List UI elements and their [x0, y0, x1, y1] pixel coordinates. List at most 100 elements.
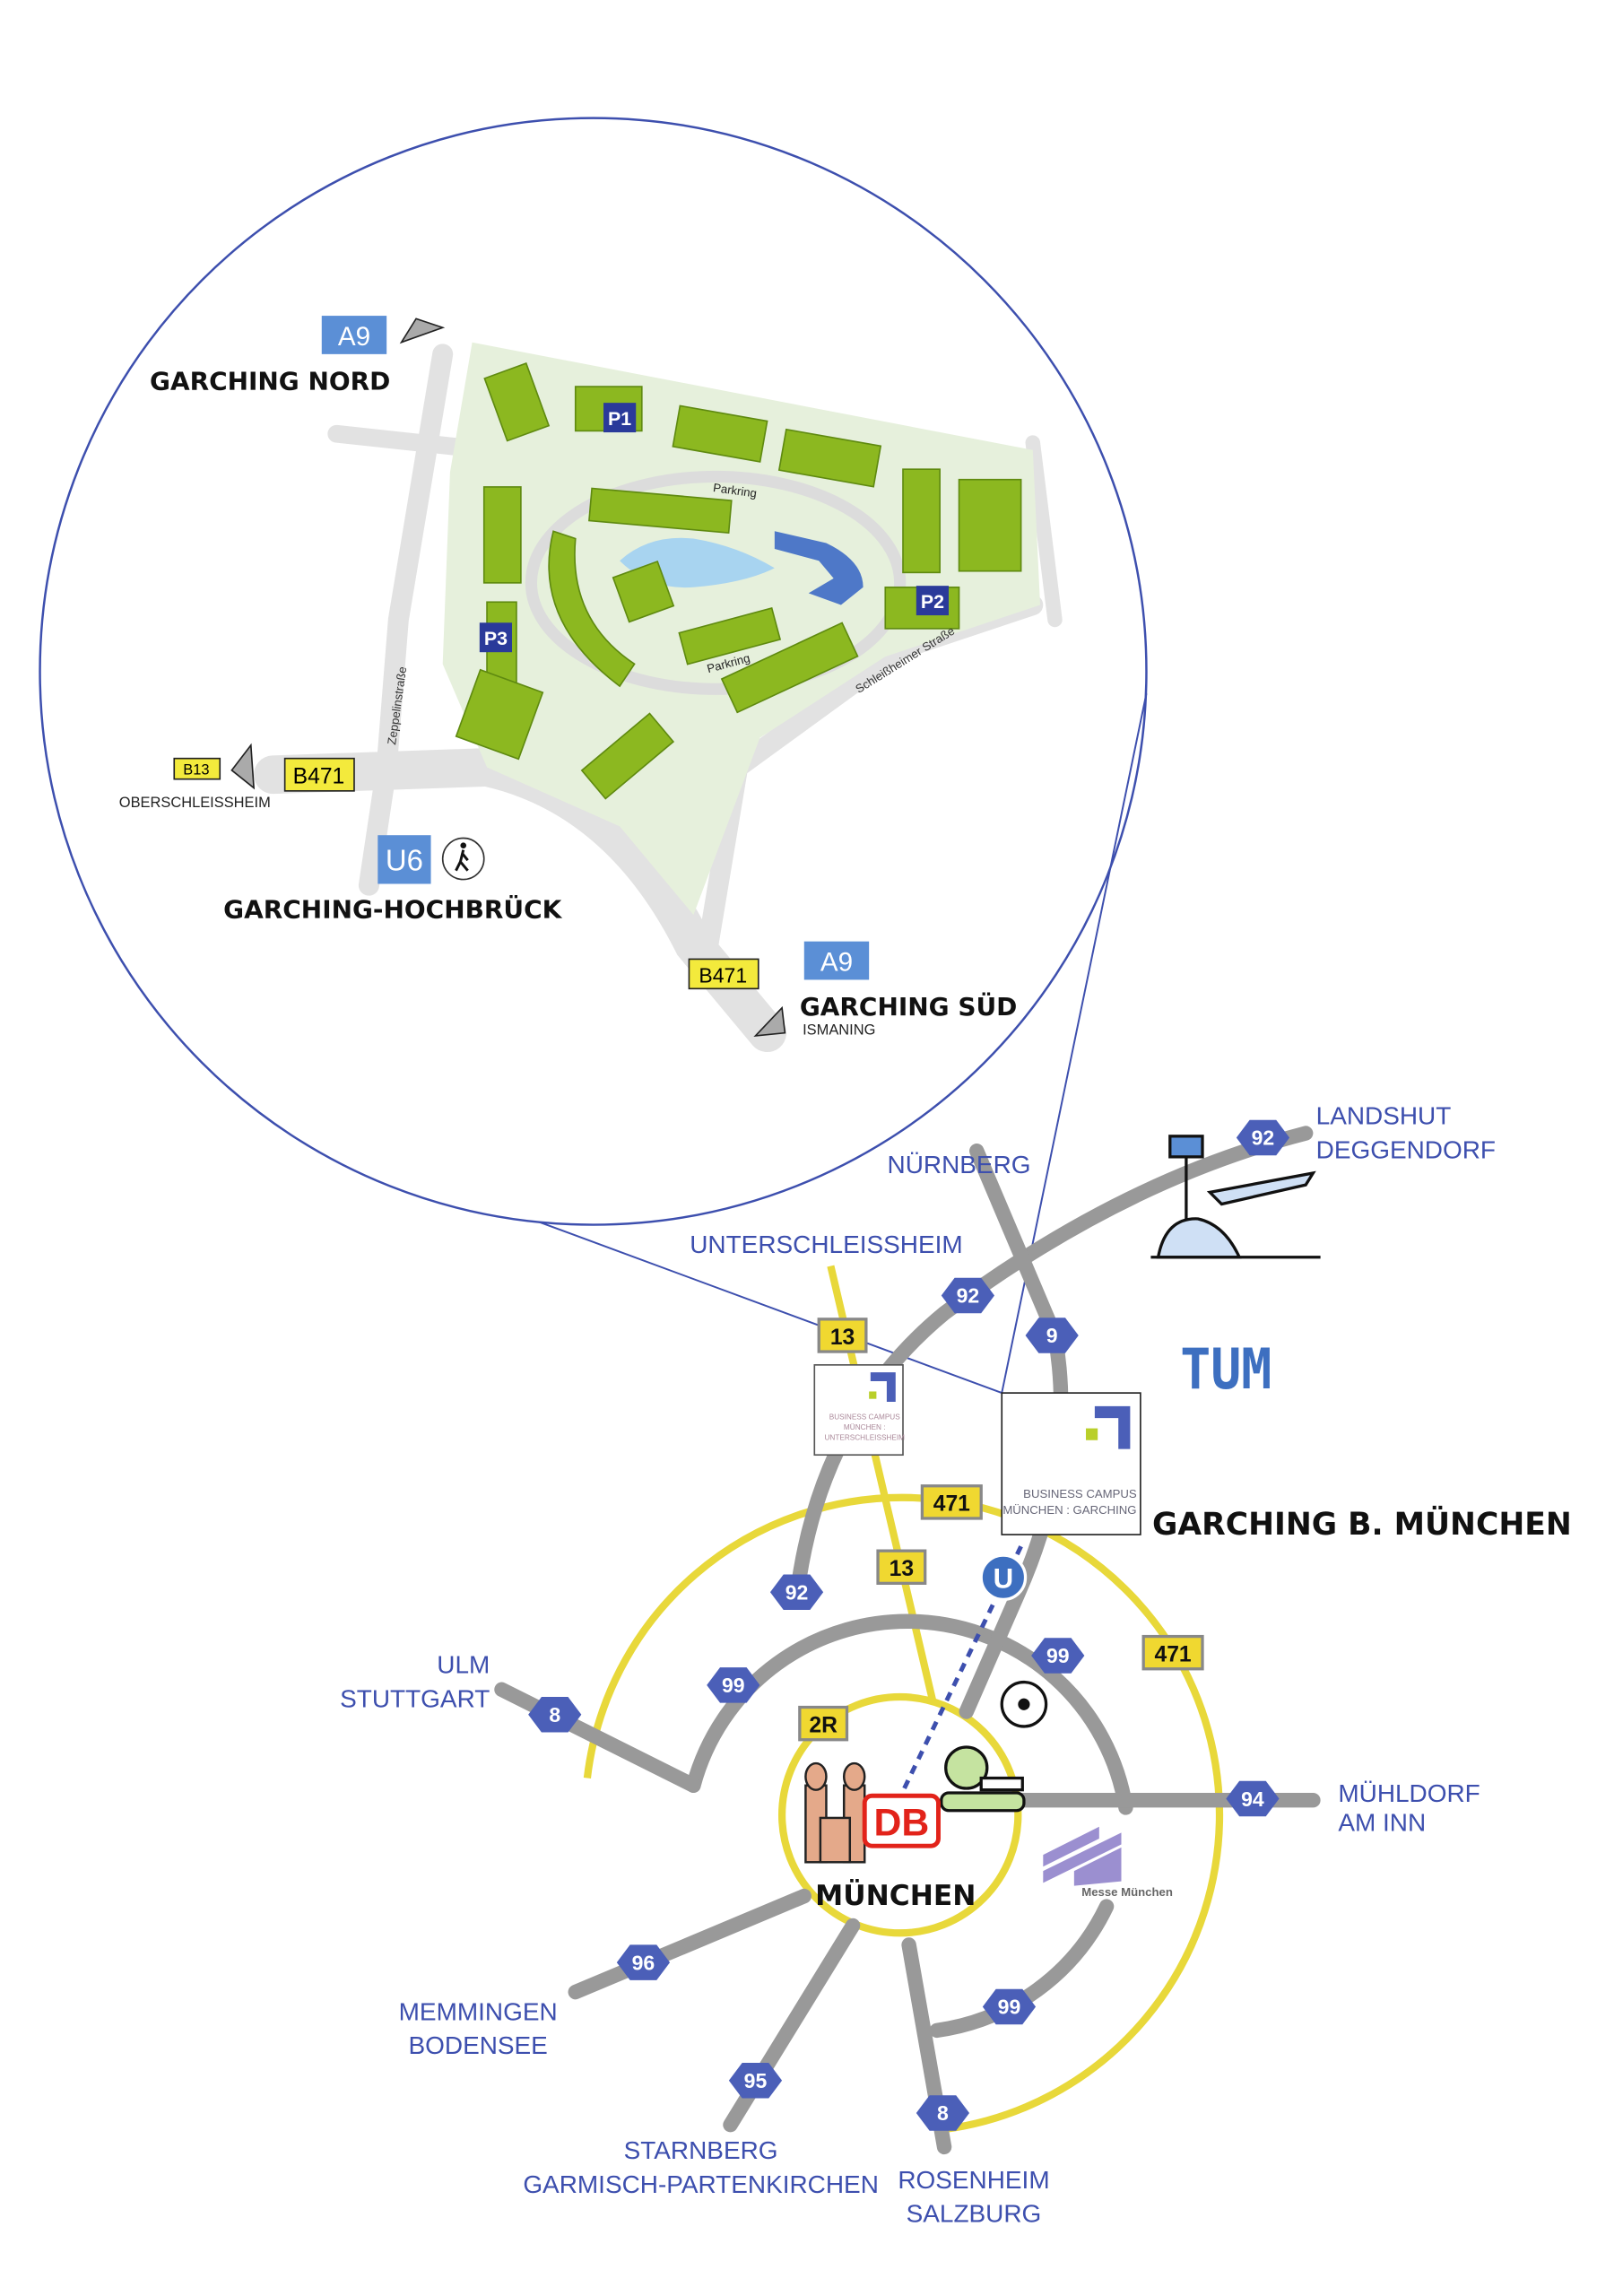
campus-garching-logo: BUSINESS CAMPUS MÜNCHEN : GARCHING [1001, 1392, 1141, 1535]
messe-logo: Messe München [1043, 1826, 1173, 1899]
b13-sign: B13 [173, 757, 221, 780]
garching-label: GARCHING B. MÜNCHEN [1152, 1506, 1572, 1543]
svg-text:99: 99 [1046, 1644, 1070, 1667]
svg-text:STARNBERG: STARNBERG [624, 2136, 778, 2164]
street-parkring-north: Parkring [712, 481, 758, 500]
db-logo: DB [862, 1793, 941, 1848]
svg-text:Messe München: Messe München [1081, 1885, 1173, 1899]
svg-text:P1: P1 [608, 408, 631, 430]
svg-text:2R: 2R [809, 1714, 838, 1738]
inset-connector [538, 1221, 1002, 1395]
svg-text:99: 99 [998, 1996, 1021, 2019]
svg-text:MÜNCHEN :: MÜNCHEN : [844, 1422, 886, 1431]
svg-text:A9: A9 [338, 322, 370, 352]
frauenkirche-icon [804, 1761, 866, 1864]
svg-text:BUSINESS CAMPUS: BUSINESS CAMPUS [1023, 1487, 1137, 1500]
svg-text:B471: B471 [293, 765, 345, 789]
motorway-shield-a94: 94 [1226, 1780, 1280, 1817]
svg-text:99: 99 [722, 1674, 745, 1697]
svg-text:8: 8 [549, 1703, 560, 1726]
ubahn-line [898, 1545, 1023, 1798]
svg-text:94: 94 [1241, 1787, 1264, 1811]
federal-road-sign-b13-north: 13 [817, 1318, 868, 1353]
svg-text:MEMMINGEN: MEMMINGEN [399, 1997, 558, 2025]
direction-arrow-icon [399, 317, 446, 344]
svg-text:MÜNCHEN : GARCHING: MÜNCHEN : GARCHING [1002, 1503, 1136, 1517]
svg-text:ULM: ULM [437, 1651, 490, 1679]
svg-text:92: 92 [1252, 1126, 1275, 1150]
airport-icon [1150, 1135, 1321, 1259]
motorway-shield-a92-south: 92 [769, 1574, 824, 1610]
svg-text:A9: A9 [820, 948, 853, 978]
svg-text:ROSENHEIM: ROSENHEIM [898, 2166, 1049, 2194]
svg-text:P2: P2 [921, 591, 944, 613]
direction-arrow-icon [753, 1005, 786, 1037]
svg-text:92: 92 [785, 1580, 809, 1604]
motorway-shield-a99-north: 99 [1031, 1638, 1085, 1674]
svg-text:8: 8 [937, 2101, 949, 2125]
svg-text:9: 9 [1046, 1324, 1058, 1347]
parking-p1: P1 [603, 403, 637, 433]
motorway-shield-a8-west: 8 [528, 1697, 582, 1733]
motorway-shield-a92-airport: 92 [1236, 1119, 1290, 1156]
motorway-shield-a9: 9 [1025, 1318, 1079, 1353]
svg-text:STUTTGART: STUTTGART [340, 1685, 490, 1713]
federal-road-sign-b471-north: 471 [920, 1484, 983, 1520]
svg-text:U: U [994, 1562, 1014, 1594]
svg-text:AM INN: AM INN [1338, 1809, 1426, 1837]
campus-unterschleissheim-logo: BUSINESS CAMPUS MÜNCHEN : UNTERSCHLEISSH… [813, 1364, 905, 1457]
svg-text:471: 471 [933, 1492, 970, 1517]
muenchen-label: MÜNCHEN [815, 1878, 976, 1912]
tum-logo: TUM [1180, 1336, 1271, 1402]
svg-text:SALZBURG: SALZBURG [907, 2200, 1042, 2228]
federal-road-sign-b13-south: 13 [876, 1549, 927, 1585]
ismaning-label: ISMANING [803, 1022, 875, 1038]
ubahn-icon: U [979, 1553, 1028, 1602]
a9-south-sign: A9 [803, 941, 870, 980]
svg-text:471: 471 [1155, 1643, 1192, 1667]
svg-text:B471: B471 [699, 964, 747, 987]
federal-road-sign-b2r: 2R [798, 1705, 849, 1742]
park-icon [940, 1745, 1026, 1813]
svg-text:BODENSEE: BODENSEE [409, 2031, 548, 2059]
unterschleissheim-label: UNTERSCHLEISSHEIM [690, 1231, 962, 1258]
svg-text:GARMISCH-PARTENKIRCHEN: GARMISCH-PARTENKIRCHEN [523, 2170, 879, 2198]
b471-west-sign: B471 [283, 757, 355, 792]
oberschleissheim-label: OBERSCHLEISSHEIM [119, 795, 271, 811]
svg-text:13: 13 [830, 1326, 855, 1350]
motorway-shield-a99-west: 99 [707, 1667, 760, 1703]
svg-text:DB: DB [873, 1802, 929, 1845]
svg-text:MÜHLDORF: MÜHLDORF [1338, 1779, 1480, 1807]
motorway-shield-a92-north: 92 [941, 1277, 995, 1314]
nuernberg-label: NÜRNBERG [888, 1151, 1031, 1178]
garching-sued-label: GARCHING SÜD [800, 991, 1018, 1022]
svg-text:LANDSHUT: LANDSHUT [1316, 1102, 1452, 1130]
blue-building [774, 531, 864, 605]
motorway-shield-a99-south: 99 [982, 1988, 1037, 2025]
garching-nord-label: GARCHING NORD [150, 366, 390, 396]
direction-arrow-icon [230, 743, 256, 790]
parking-p2: P2 [916, 586, 950, 616]
motorway-shield-a8-east: 8 [916, 2095, 970, 2131]
rosenheim-label: ROSENHEIM SALZBURG [898, 2166, 1049, 2228]
svg-text:B13: B13 [183, 762, 209, 778]
motorway-shield-a95: 95 [728, 2063, 783, 2099]
svg-text:96: 96 [632, 1951, 655, 1974]
parking-p3: P3 [479, 622, 513, 653]
a9-north-sign: A9 [321, 316, 387, 354]
svg-text:95: 95 [744, 2069, 768, 2092]
memmingen-label: MEMMINGEN BODENSEE [399, 1997, 558, 2059]
federal-road-sign-b471-east: 471 [1141, 1634, 1204, 1671]
svg-text:92: 92 [957, 1284, 980, 1308]
campus-inset: Parkring Parkring Schleißheimer Straße Z… [39, 117, 1148, 1226]
pedestrian-icon [441, 837, 485, 881]
stadium-icon [1000, 1680, 1048, 1728]
b471-south-sign: B471 [688, 958, 759, 990]
svg-text:13: 13 [890, 1557, 914, 1581]
svg-text:U6: U6 [386, 844, 423, 877]
starnberg-label: STARNBERG GARMISCH-PARTENKIRCHEN [523, 2136, 879, 2198]
ulm-label: ULM STUTTGART [340, 1651, 490, 1713]
